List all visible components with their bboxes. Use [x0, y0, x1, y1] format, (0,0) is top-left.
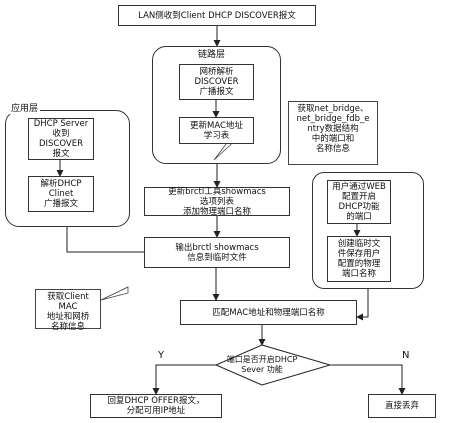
- app-layer-group: [5, 110, 130, 227]
- output-brctl-box: 输出brctl showmacs 信息到临时文件: [144, 237, 290, 268]
- parse-broadcast-box: 网桥解析 DISCOVER 广播报文: [179, 64, 254, 100]
- client-mac-note: 获取Client MAC 地址和网桥 名称信息: [35, 289, 101, 332]
- decision-label: 端口是否开启DHCP Sever 功能: [226, 355, 298, 374]
- decision-diamond: [214, 344, 332, 386]
- discard-box: 直接丢弃: [368, 394, 436, 418]
- lan-receive-box: LAN侧收到Client DHCP DISCOVER报文: [118, 5, 316, 26]
- edge-decision-no: [330, 364, 406, 395]
- match-mac-port-box: 匹配MAC地址和物理端口名称: [180, 300, 357, 325]
- create-temp-file-box: 创建临时文 件保存用户 配置的物理 端口名称: [327, 236, 391, 282]
- edge-decision-yes: [152, 364, 216, 395]
- parse-client-broadcast-box: 解析DHCP Clinet 广播报文: [28, 176, 94, 212]
- yes-label: Y: [158, 350, 165, 361]
- no-label: N: [402, 350, 410, 361]
- dhcp-server-recv-box: DHCP Server 收到 DISCOVER 报文: [28, 118, 94, 160]
- app-layer-title: 应用层: [9, 101, 41, 114]
- link-layer-group: [152, 46, 281, 164]
- link-layer-title: 链路层: [196, 47, 228, 60]
- web-config-group: [312, 172, 424, 289]
- web-config-box: 用户通过WEB 配置开启 DHCP功能 的端口: [327, 180, 391, 224]
- edge-web-to-match: [356, 289, 369, 321]
- bridge-info-note: 获取net_bridge、 net_bridge_fdb_e ntry数据结构 …: [288, 101, 378, 165]
- update-brctl-box: 更新brctl工具showmacs 选项列表 添加物理端口名称: [144, 187, 290, 217]
- client-note-pointer: [100, 286, 129, 301]
- reply-offer-box: 回复DHCP OFFER报文， 分配可用IP地址: [90, 394, 222, 418]
- update-mac-table-box: 更新MAC地址 学习表: [179, 117, 254, 144]
